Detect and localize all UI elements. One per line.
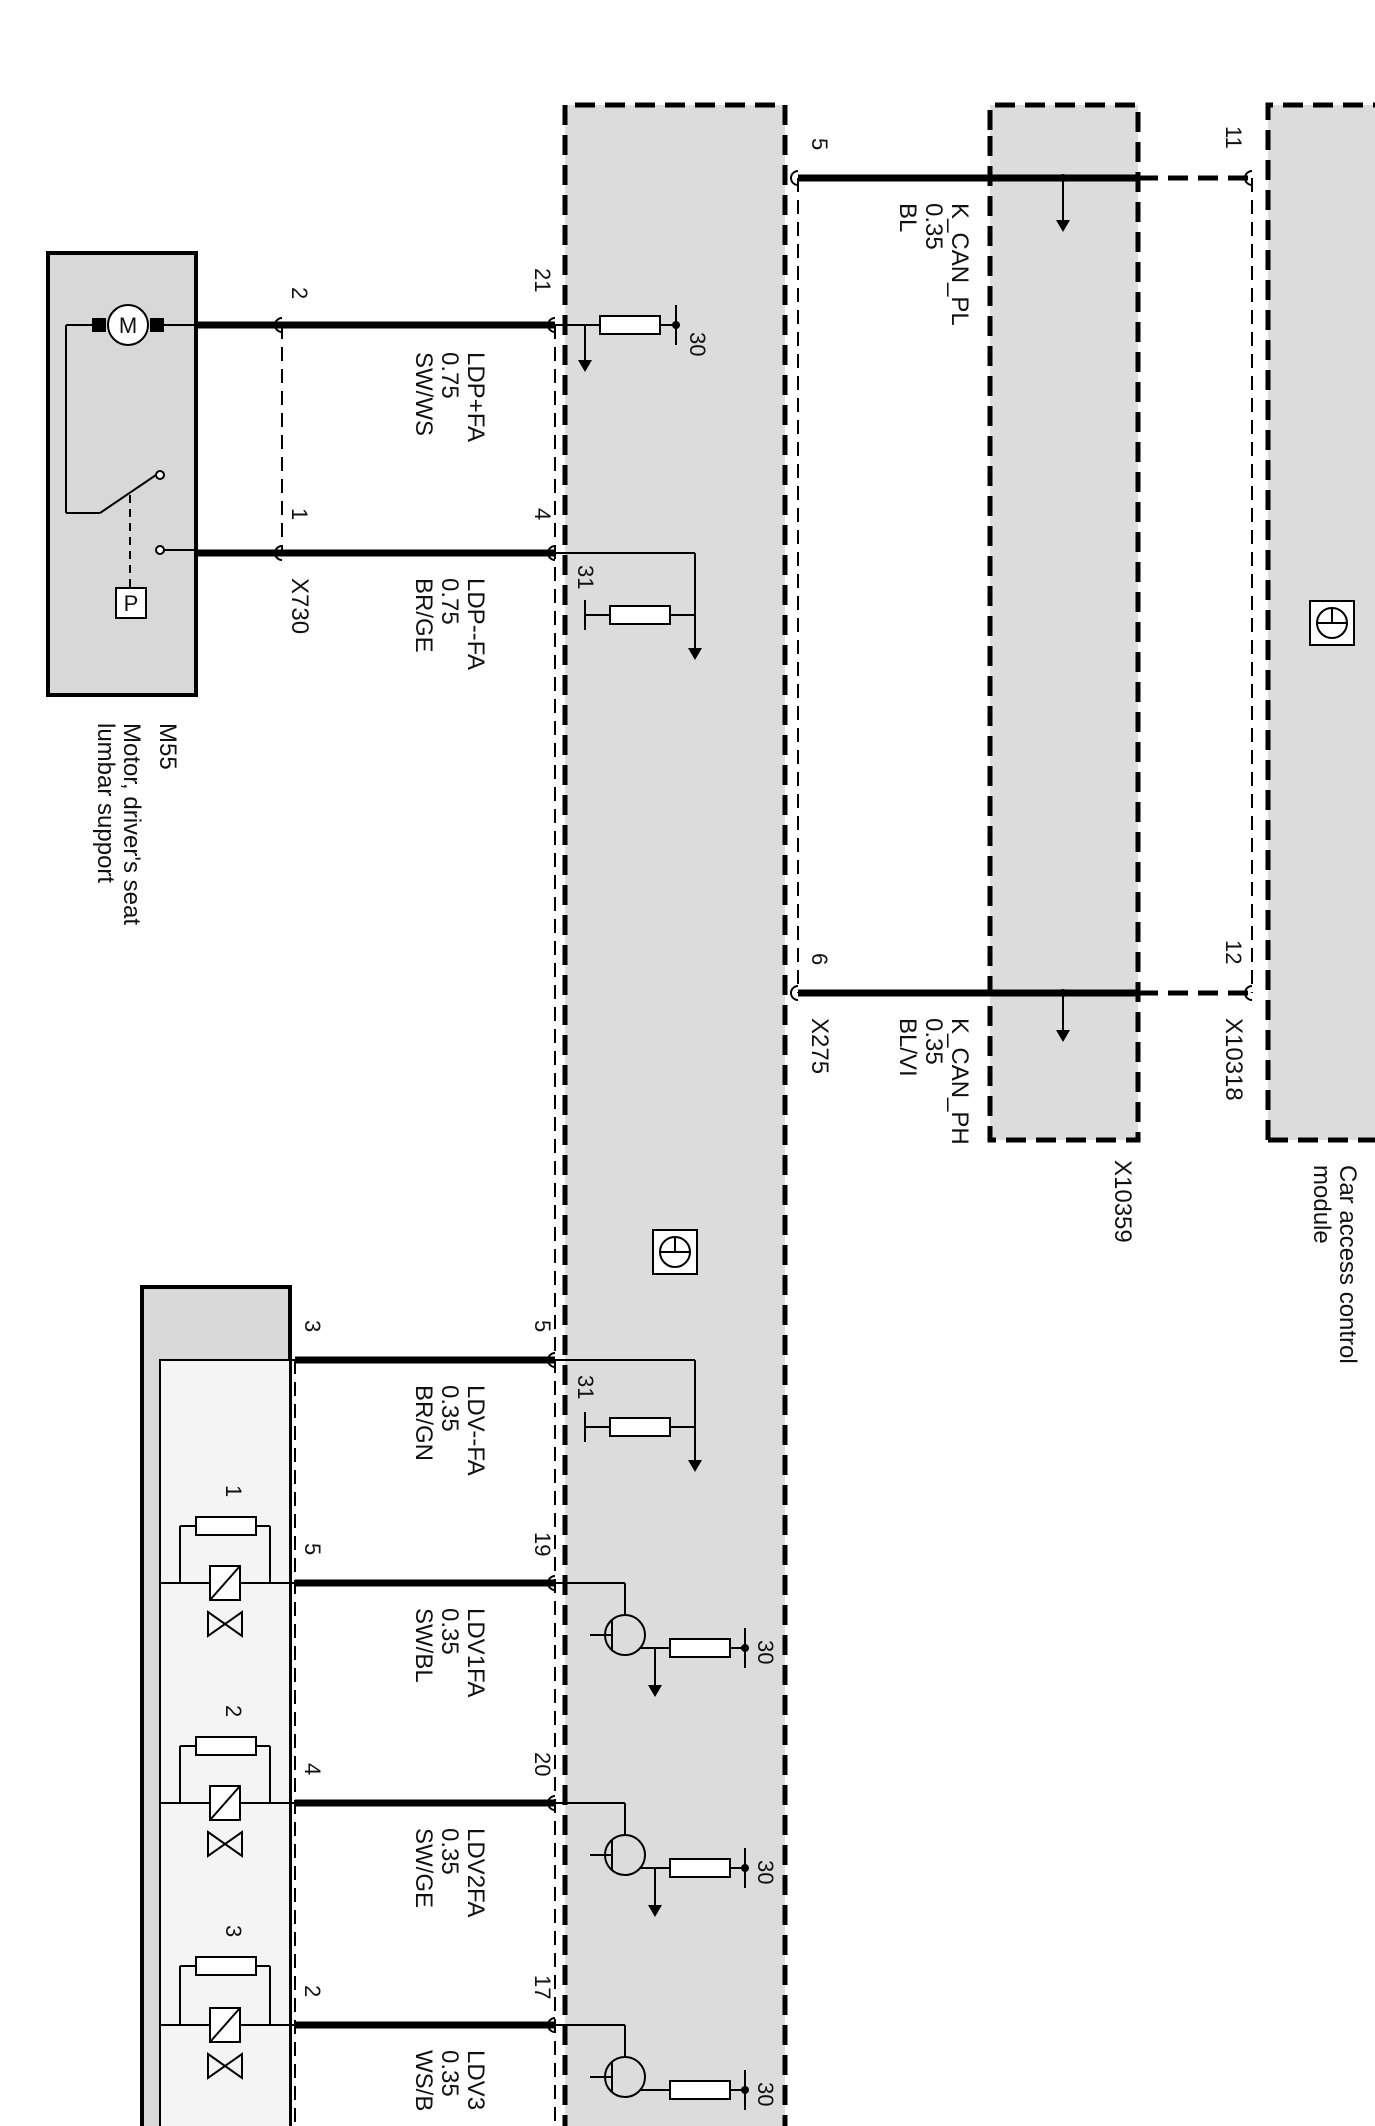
terminal-hooks bbox=[274, 170, 1253, 2033]
pin-m55-1: 1 bbox=[287, 508, 312, 520]
svg-text:LDV1FA: LDV1FA bbox=[462, 1608, 489, 1697]
svg-text:SW/BL: SW/BL bbox=[410, 1608, 437, 1683]
label-ldv-minus: LDV--FA 0.35 BR/GN bbox=[410, 1385, 489, 1476]
pin-m55-2: 2 bbox=[287, 287, 312, 299]
x10359-box bbox=[990, 105, 1138, 1140]
terminal-31-b: 31 bbox=[573, 1375, 598, 1399]
connector-x275: X275 bbox=[806, 1018, 833, 1074]
svg-text:LDV2FA: LDV2FA bbox=[462, 1828, 489, 1917]
svg-text:BR/GE: BR/GE bbox=[410, 578, 437, 653]
svg-text:K_CAN_PL: K_CAN_PL bbox=[946, 203, 973, 326]
svg-text:M55: M55 bbox=[154, 723, 181, 770]
driver-ldv1 bbox=[555, 1582, 749, 1697]
circuit-pin21 bbox=[555, 305, 680, 372]
label-ldp-minus: LDP--FA 0.75 BR/GE bbox=[410, 578, 489, 670]
svg-text:BR/GN: BR/GN bbox=[410, 1385, 437, 1461]
label-ldp-plus: LDP+FA 0.75 SW/WS bbox=[410, 352, 489, 442]
car-access-logic-icon bbox=[1309, 600, 1355, 646]
label-ldv3: LDV3 0.35 WS/B bbox=[410, 2050, 489, 2111]
svg-text:SW/WS: SW/WS bbox=[410, 352, 437, 436]
pin-valve-4: 4 bbox=[300, 1763, 325, 1775]
circuit-pin5 bbox=[555, 1359, 702, 1472]
circuit-pin4 bbox=[555, 552, 702, 660]
svg-text:LDV--FA: LDV--FA bbox=[462, 1385, 489, 1476]
valve-block-internals bbox=[159, 1359, 295, 2126]
connector-x10318: X10318 bbox=[1220, 1018, 1247, 1101]
terminal-30-c: 30 bbox=[753, 1860, 778, 1884]
terminal-30-a: 30 bbox=[685, 332, 710, 356]
svg-text:LDP+FA: LDP+FA bbox=[462, 352, 489, 442]
svg-text:Motor, driver's seat: Motor, driver's seat bbox=[118, 723, 145, 925]
x10359-outline bbox=[987, 102, 1141, 1143]
can-taps bbox=[1056, 174, 1070, 1042]
svg-text:Car access control: Car access control bbox=[1334, 1165, 1361, 1364]
svg-text:LDP--FA: LDP--FA bbox=[462, 578, 489, 670]
car-access-outline bbox=[1265, 102, 1375, 1140]
connector-x730: X730 bbox=[286, 578, 313, 634]
pin-valve-5: 5 bbox=[300, 1543, 325, 1555]
pin-x10318-12: 12 bbox=[1221, 940, 1246, 964]
module-logic-icon bbox=[652, 1229, 698, 1275]
label-ldv2: LDV2FA 0.35 SW/GE bbox=[410, 1828, 489, 1917]
svg-text:0.35: 0.35 bbox=[436, 2050, 463, 2097]
svg-text:module: module bbox=[1308, 1165, 1335, 1244]
pin-x275-6: 6 bbox=[807, 953, 832, 965]
pin-module-17: 17 bbox=[530, 1975, 555, 1999]
svg-text:0.35: 0.35 bbox=[920, 1018, 947, 1065]
svg-text:0.35: 0.35 bbox=[436, 1828, 463, 1875]
svg-text:0.75: 0.75 bbox=[436, 352, 463, 399]
motor-m-label: M bbox=[119, 313, 137, 338]
svg-text:0.35: 0.35 bbox=[920, 203, 947, 250]
pin-x275-5: 5 bbox=[807, 138, 832, 150]
svg-text:K_CAN_PH: K_CAN_PH bbox=[946, 1018, 973, 1145]
svg-text:BL: BL bbox=[894, 203, 921, 232]
valve-3-label: 3 bbox=[221, 1925, 246, 1937]
label-kcan-pl: K_CAN_PL 0.35 BL bbox=[894, 203, 973, 326]
svg-text:0.35: 0.35 bbox=[436, 1385, 463, 1432]
terminal-30-d: 30 bbox=[753, 2082, 778, 2106]
pressure-label: P bbox=[124, 591, 139, 616]
terminal-30-b: 30 bbox=[753, 1640, 778, 1664]
pin-module-4: 4 bbox=[530, 508, 555, 520]
m55-label: M55 Motor, driver's seat lumbar support bbox=[92, 723, 181, 925]
pin-valve-3: 3 bbox=[300, 1320, 325, 1332]
car-access-label: Car access control module bbox=[1308, 1165, 1361, 1364]
pin-module-19: 19 bbox=[530, 1532, 555, 1556]
seat-module-box bbox=[565, 105, 785, 2126]
terminal-31-a: 31 bbox=[573, 565, 598, 589]
svg-text:LDV3: LDV3 bbox=[462, 2050, 489, 2110]
driver-ldv2 bbox=[555, 1802, 749, 1917]
seat-module-outline bbox=[562, 102, 788, 2126]
connector-x10359: X10359 bbox=[1109, 1160, 1136, 1243]
svg-text:0.75: 0.75 bbox=[436, 578, 463, 625]
svg-text:lumbar support: lumbar support bbox=[92, 723, 119, 883]
valve-2-label: 2 bbox=[221, 1705, 246, 1717]
valve-1-label: 1 bbox=[221, 1485, 246, 1497]
pin-x10318-11: 11 bbox=[1221, 126, 1246, 149]
pin-module-20: 20 bbox=[530, 1752, 555, 1776]
label-kcan-ph: K_CAN_PH 0.35 BL/VI bbox=[894, 1018, 973, 1145]
driver-ldv3 bbox=[555, 2024, 749, 2110]
svg-text:BL/VI: BL/VI bbox=[894, 1018, 921, 1077]
pin-module-5: 5 bbox=[530, 1320, 555, 1332]
pin-valve-2: 2 bbox=[300, 1985, 325, 1997]
svg-text:0.35: 0.35 bbox=[436, 1608, 463, 1655]
svg-text:WS/B: WS/B bbox=[410, 2050, 437, 2111]
label-ldv1: LDV1FA 0.35 SW/BL bbox=[410, 1608, 489, 1697]
motor-symbol: M P bbox=[65, 304, 196, 619]
pin-module-21: 21 bbox=[530, 268, 555, 292]
svg-text:SW/GE: SW/GE bbox=[410, 1828, 437, 1908]
